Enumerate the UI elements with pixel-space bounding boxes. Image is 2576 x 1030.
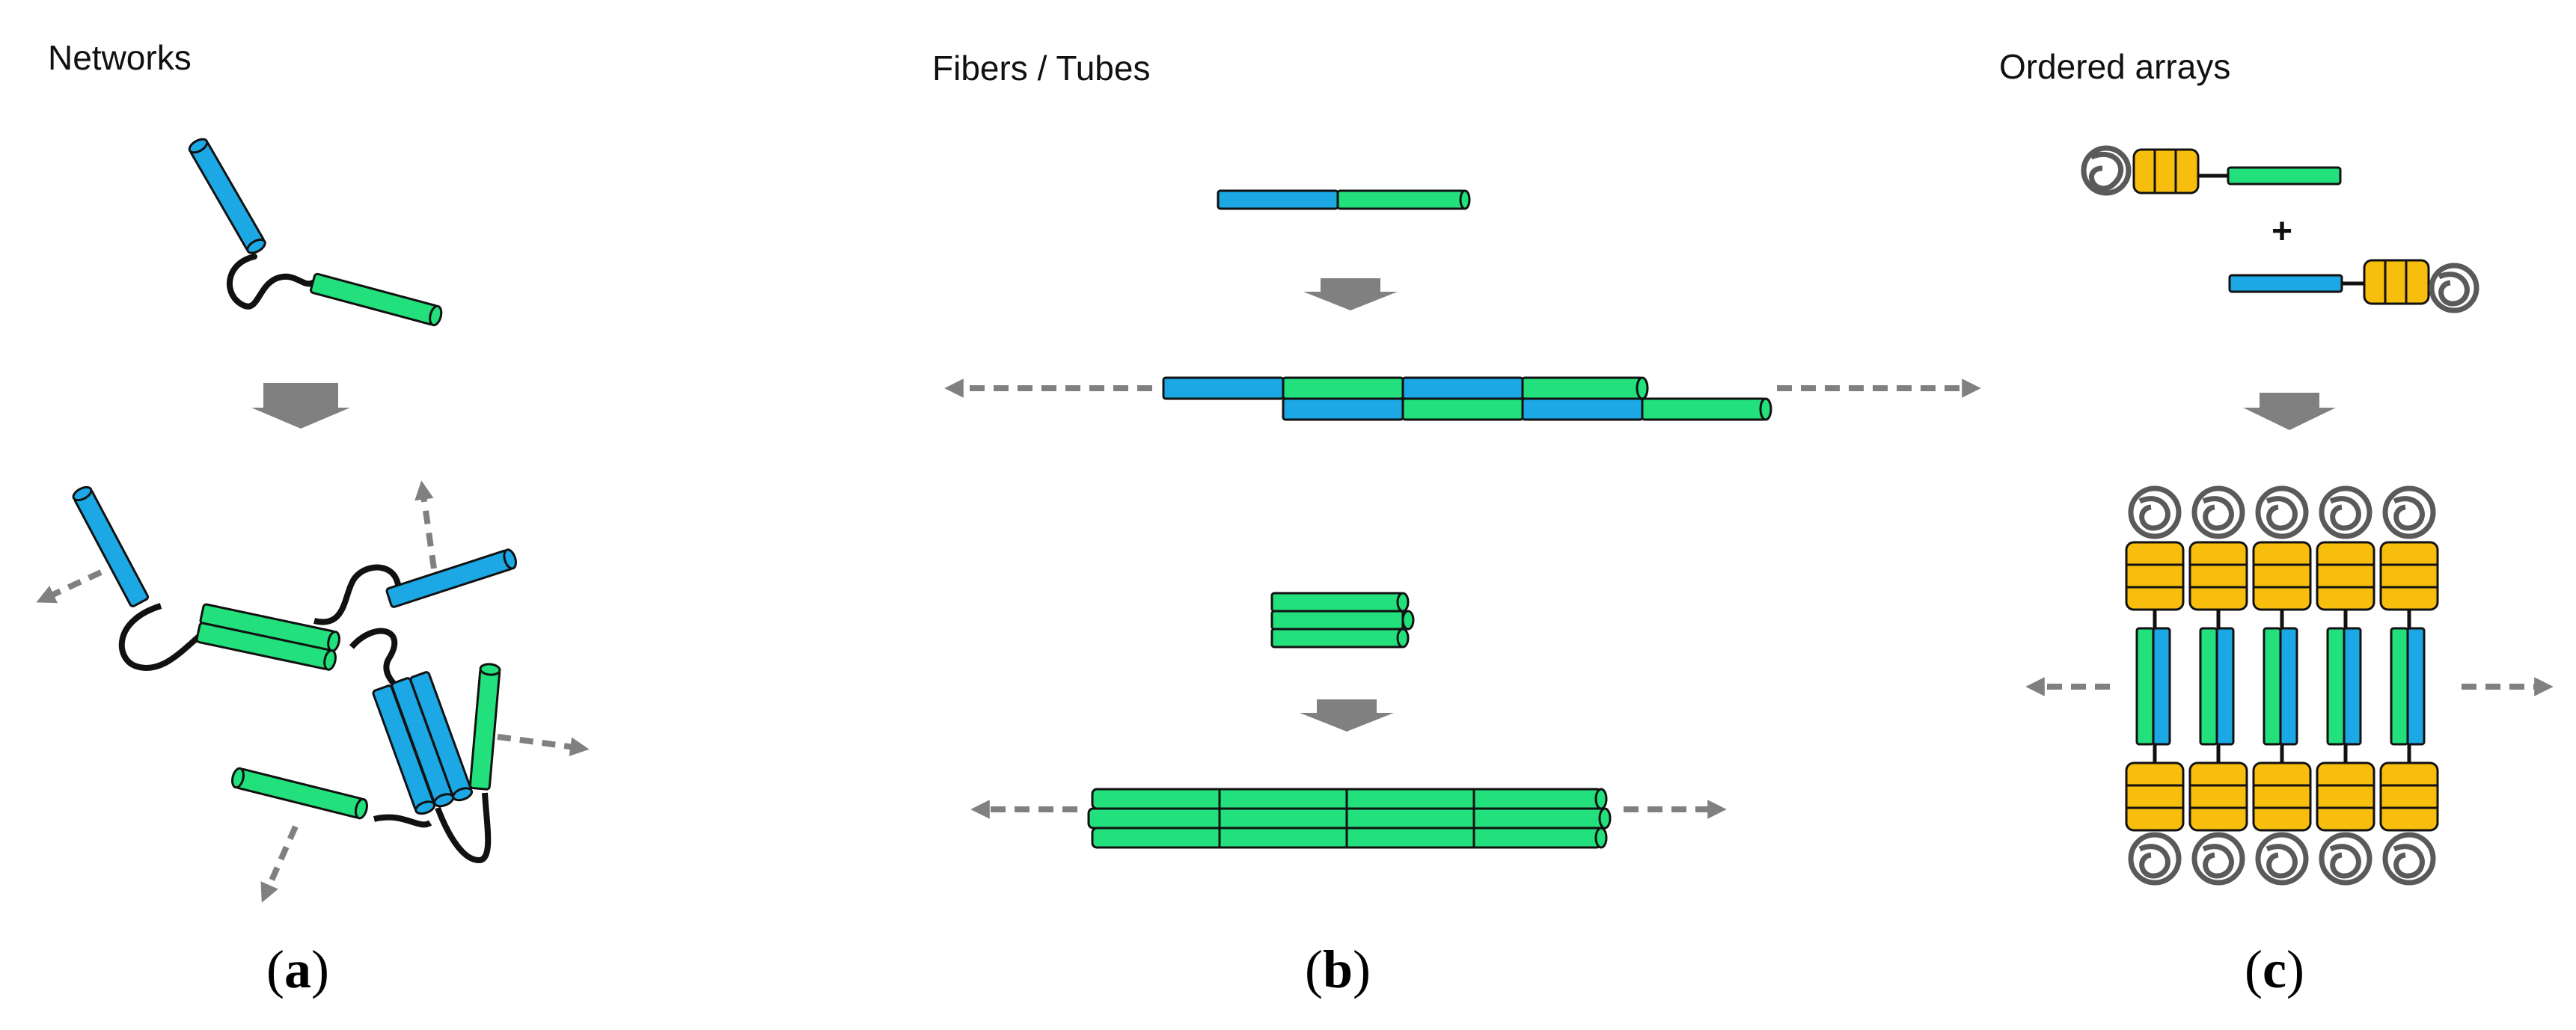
plus-sign: + [2271,212,2292,251]
network-helix-blue-bundle [372,671,474,815]
ordered-array [2125,485,2439,886]
peptide-blue-green [188,138,443,327]
staggered-fiber [1162,376,1772,421]
panel-c-arrays: + [2025,145,2554,886]
fusion-blue-yellow-coil [2228,259,2479,313]
fiber-arrow-1 [1303,278,1398,310]
panel-c-label: (c) [2245,939,2304,999]
array-arrow [2243,393,2336,430]
assembly-arrow [251,383,350,429]
fiber-arrow-2 [1300,699,1394,732]
green-helix [310,272,443,327]
network-growth-arrows [36,480,590,903]
network-helix-green-vertical [468,663,501,791]
panel-c-title: Ordered arrays [1999,47,2231,86]
panel-a-title: Networks [48,38,192,77]
globular-coil-2 [2429,263,2479,313]
array-column-5 [2379,485,2439,886]
fusion-coil-yellow-green [2081,145,2342,196]
panel-a-networks [36,138,590,903]
array-column-1 [2125,485,2185,886]
panel-b-label: (b) [1305,939,1371,999]
array-column-3 [2252,485,2312,886]
globular-coil-1 [2081,145,2132,196]
panel-b-title: Fibers / Tubes [932,49,1151,88]
fiber-monomer [1217,189,1471,210]
panel-b-fibers [944,189,1981,849]
long-tube [1087,788,1612,849]
array-column-4 [2316,485,2375,886]
network-helix-blue-2 [385,548,517,608]
peptide-loop [227,254,316,310]
network-helix-blue-1 [72,485,150,607]
blue-helix [188,138,266,254]
panel-a-label: (a) [266,939,329,999]
network-helix-green-pair [195,603,340,671]
array-column-2 [2188,485,2248,886]
network-helix-green-bottom [231,767,368,820]
tube-bundle-unit [1270,592,1415,649]
